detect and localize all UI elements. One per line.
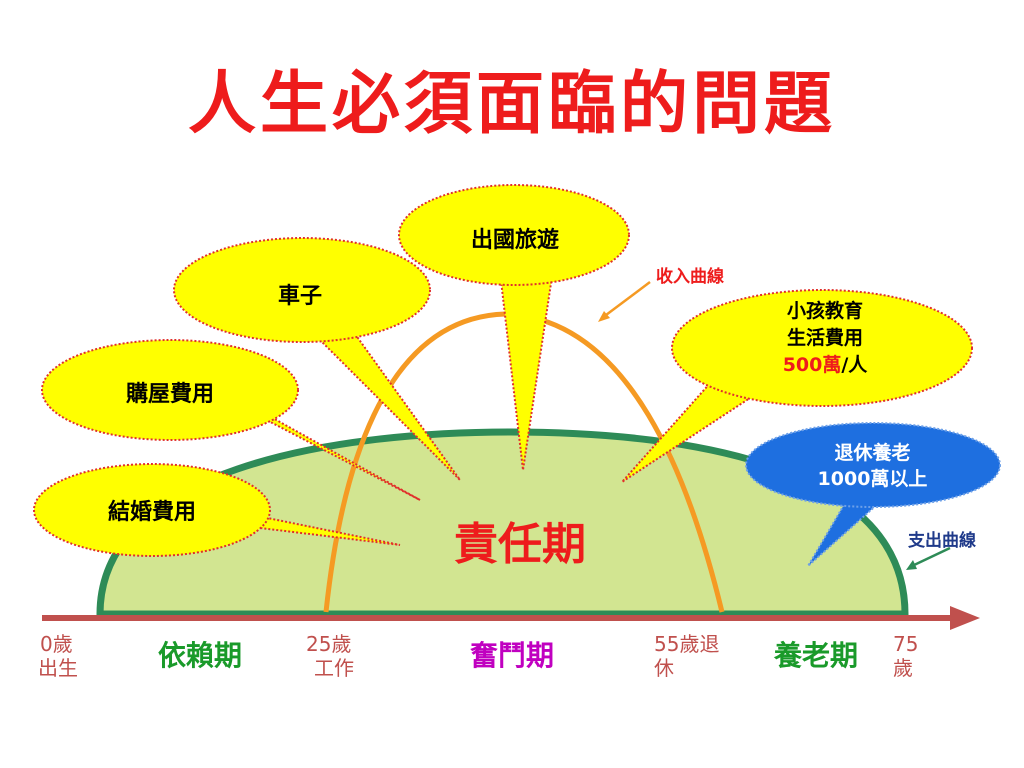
- age-axis-arrowhead: [950, 606, 980, 630]
- expense-curve-label: 支出曲線: [908, 531, 976, 551]
- bubble-car-label: 車子: [277, 284, 322, 309]
- age-75-line2: 歲: [893, 656, 913, 680]
- income-pointer-head: [598, 311, 610, 322]
- age-0-line1: 0歲: [40, 632, 73, 656]
- bubble-child-label: 小孩教育 生活費用 500萬/人: [745, 298, 905, 379]
- child-line2: 生活費用: [786, 327, 863, 349]
- page-title: 人生必須面臨的問題: [187, 65, 836, 144]
- age-75-label: 75 歲: [893, 632, 918, 680]
- income-pointer: [601, 281, 651, 319]
- phase-struggle: 奮鬥期: [470, 639, 555, 672]
- child-amount: 500萬: [782, 354, 842, 376]
- retire-line2: 1000萬以上: [817, 468, 928, 490]
- expense-pointer: [911, 546, 951, 568]
- bubble-house-label: 購屋費用: [125, 382, 214, 407]
- age-55-line2: 休: [654, 656, 674, 680]
- child-line1: 小孩教育: [786, 300, 863, 322]
- age-25-line2: 工作: [314, 656, 354, 680]
- age-0-label: 0歲 出生: [38, 632, 78, 680]
- bubble-wedding: [33, 463, 401, 557]
- bubble-retire: [745, 422, 1001, 567]
- age-0-line2: 出生: [38, 656, 78, 680]
- age-75-line1: 75: [893, 632, 919, 656]
- bubble-wedding-label: 結婚費用: [107, 500, 196, 525]
- child-unit: /人: [841, 354, 868, 376]
- bubble-retire-label: 退休養老 1000萬以上: [790, 440, 955, 492]
- phase-dependent: 依賴期: [158, 639, 243, 672]
- retire-line1: 退休養老: [834, 442, 911, 464]
- bubble-house: [41, 339, 421, 501]
- expense-pointer-head: [906, 560, 917, 570]
- bubble-car: [173, 237, 461, 481]
- bubble-travel: [398, 184, 630, 471]
- age-25-label: 25歲 工作: [306, 632, 354, 680]
- age-55-line1: 55歲退: [654, 632, 720, 656]
- bubble-child: [621, 289, 973, 483]
- phase-retirement: 養老期: [774, 639, 859, 672]
- child-line3: 500萬/人: [745, 352, 905, 379]
- age-55-label: 55歲退 休: [654, 632, 719, 680]
- income-curve-label: 收入曲線: [656, 267, 724, 287]
- age-25-line1: 25歲: [306, 632, 352, 656]
- center-label: 責任期: [454, 519, 586, 570]
- bubble-travel-label: 出國旅遊: [470, 228, 559, 253]
